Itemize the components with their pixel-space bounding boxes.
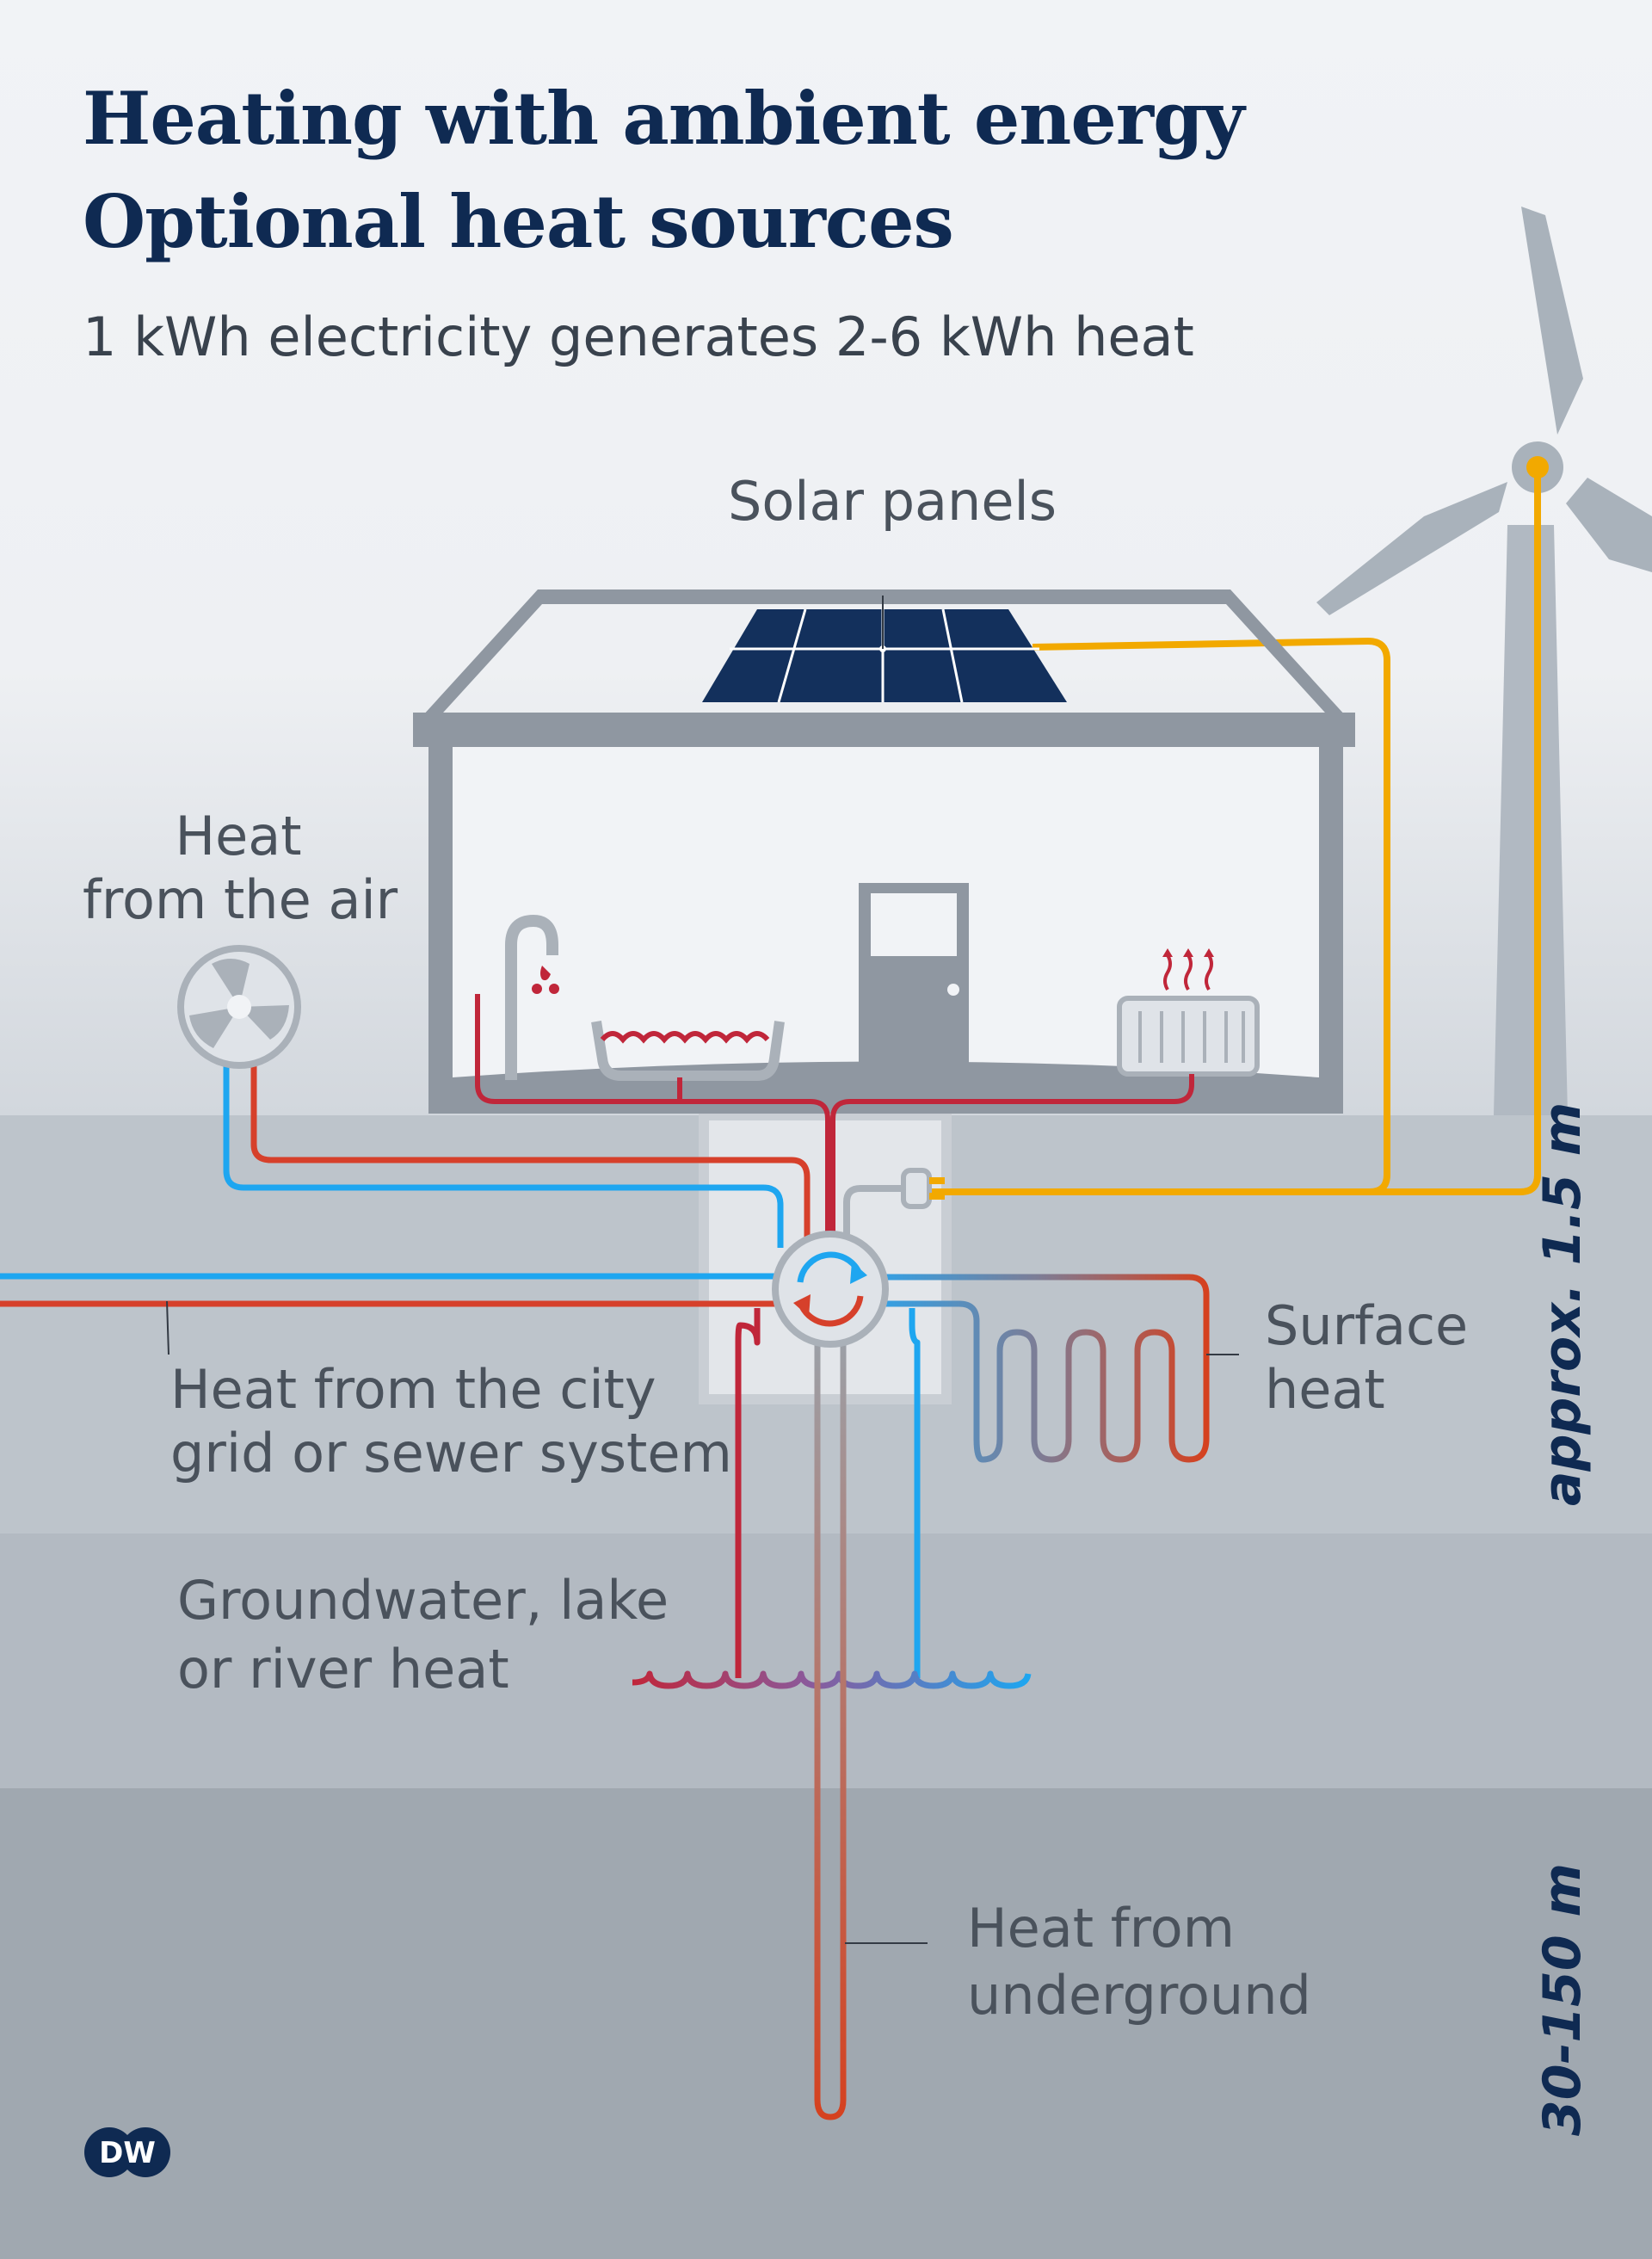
city-grid-pipes (0, 1273, 800, 1355)
soil-layer-water (0, 1534, 1652, 1788)
dw-logo-text: DW (99, 2136, 156, 2170)
soil-layer-deep (0, 1788, 1652, 2259)
underground-probe (814, 1325, 928, 2120)
depth-label-deep: 30-150 m (1532, 1862, 1593, 2136)
depth-label-shallow: approx. 1.5 m (1532, 1102, 1593, 1506)
shower-icon (505, 914, 559, 1080)
label-surface-heat-line-1: Surface (1265, 1294, 1469, 1357)
label-surface-heat: Surface heat (1265, 1294, 1468, 1422)
power-lines (929, 467, 1541, 1195)
subtitle: 1 kWh electricity generates 2-6 kWh heat (83, 306, 1194, 368)
label-heat-underground-line-2: underground (967, 1964, 1311, 2027)
air-fan-icon (177, 945, 301, 1069)
label-heat-underground-line-1: Heat from (967, 1897, 1236, 1960)
label-heat-city-grid-line-2: grid or sewer system (170, 1422, 732, 1484)
label-solar-panels-text: Solar panels (728, 470, 1057, 533)
label-groundwater-heat-line-2: or river heat (177, 1638, 509, 1700)
label-heat-from-air-line-1: Heat (175, 805, 302, 867)
label-surface-heat-line-2: heat (1265, 1358, 1385, 1421)
label-heat-from-air: Heat from the air (83, 805, 398, 932)
label-groundwater-heat: Groundwater, lake or river heat (177, 1566, 669, 1704)
label-heat-city-grid-line-1: Heat from the city (170, 1358, 656, 1421)
label-heat-from-air-line-2: from the air (83, 868, 398, 931)
groundwater-pipes (632, 1308, 1032, 1689)
dw-logo: DW (84, 2127, 170, 2177)
indoor-heating-pipes (475, 994, 1194, 1236)
title-line-1: Heating with ambient energy (83, 76, 1245, 161)
radiator-icon (1117, 948, 1260, 1077)
surface-heat-coil (869, 1274, 1239, 1463)
power-plug-icon (843, 1168, 945, 1236)
solar-panel-array (702, 596, 1067, 703)
title-line-2: Optional heat sources (83, 179, 954, 264)
label-groundwater-heat-line-1: Groundwater, lake (177, 1569, 669, 1632)
label-heat-city-grid: Heat from the city grid or sewer system (170, 1358, 732, 1485)
door (859, 883, 969, 1081)
label-heat-underground: Heat from underground (967, 1895, 1311, 2029)
bathtub-icon (591, 1021, 785, 1081)
heat-pump-icon (772, 1231, 889, 1348)
air-heat-pipes (223, 1065, 811, 1248)
label-solar-panels: Solar panels (728, 470, 1057, 534)
